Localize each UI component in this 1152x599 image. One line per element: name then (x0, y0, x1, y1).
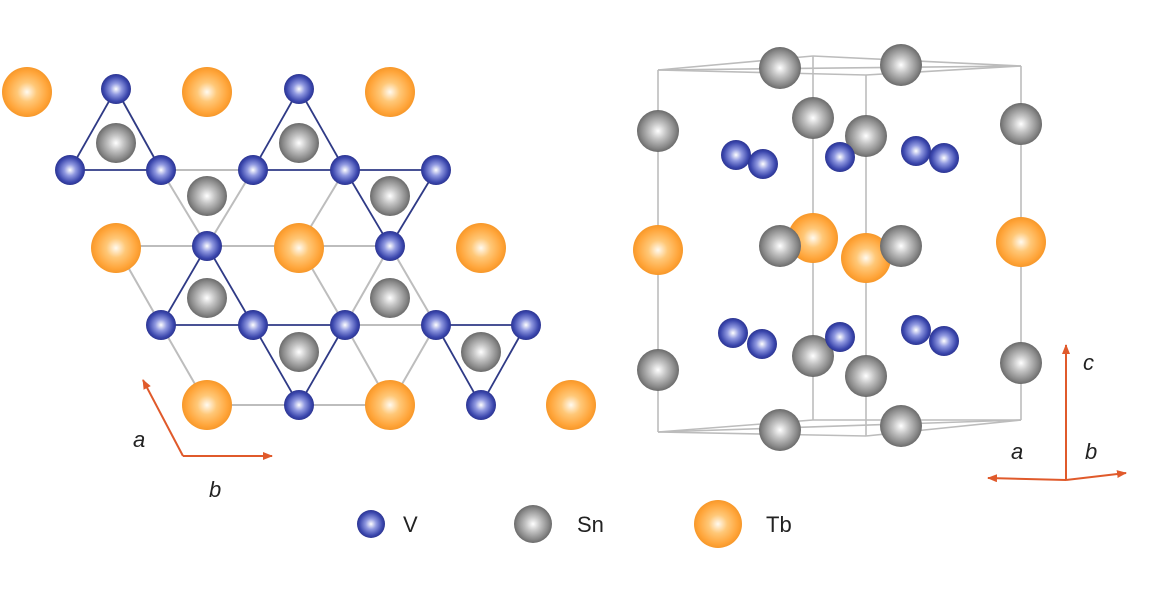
atom-tb (365, 380, 415, 430)
bond-grey (389, 245, 437, 326)
atom-v (375, 231, 405, 261)
atom-v (718, 318, 748, 348)
atom-v (284, 390, 314, 420)
atom-sn (279, 332, 319, 372)
atom-tb (182, 380, 232, 430)
bond-v-v (435, 324, 482, 406)
atom-v (146, 310, 176, 340)
unit-cell-atoms (633, 44, 1046, 451)
bond-v-v (252, 324, 300, 406)
atom-sn (1000, 103, 1042, 145)
atom-sn (792, 335, 834, 377)
atom-tb (2, 67, 52, 117)
atom-v (421, 310, 451, 340)
atom-tb (182, 67, 232, 117)
atom-tb (546, 380, 596, 430)
legend-label-tb: Tb (766, 512, 792, 537)
atom-sn (187, 176, 227, 216)
atom-v (901, 315, 931, 345)
atom-v (511, 310, 541, 340)
axis-a-label: a (133, 427, 145, 452)
atom-v (929, 326, 959, 356)
axis-b-arrow-3d (1065, 470, 1127, 481)
atom-v (284, 74, 314, 104)
axis-a-arrow (142, 379, 184, 457)
axis-b-label-3d: b (1085, 439, 1097, 464)
atom-v (238, 155, 268, 185)
bond-v-v (480, 324, 527, 406)
atom-sn (1000, 342, 1042, 384)
atom-v (748, 149, 778, 179)
atom-sn (880, 405, 922, 447)
atom-v (238, 310, 268, 340)
atom-sn (637, 110, 679, 152)
atom-v (55, 155, 85, 185)
unit-cell-view: c a b (633, 44, 1127, 483)
atom-v (101, 74, 131, 104)
atom-sn (187, 278, 227, 318)
atom-sn (637, 349, 679, 391)
atom-tb (274, 223, 324, 273)
atom-sn (880, 225, 922, 267)
legend-swatch-v (357, 510, 385, 538)
atom-sn (759, 47, 801, 89)
atom-v (825, 322, 855, 352)
in-plane-axes: a b (133, 379, 273, 502)
atom-v (330, 155, 360, 185)
bond-v-v (160, 245, 208, 326)
atom-v (721, 140, 751, 170)
atom-sn (96, 123, 136, 163)
axis-a-label-3d: a (1011, 439, 1023, 464)
atom-sn (792, 97, 834, 139)
atom-sn (845, 355, 887, 397)
atom-tb (456, 223, 506, 273)
atom-tb (91, 223, 141, 273)
atom-v (466, 390, 496, 420)
atom-v (929, 143, 959, 173)
atom-sn (461, 332, 501, 372)
cell-axes: c a b (987, 344, 1127, 483)
atom-v (901, 136, 931, 166)
atom-tb (841, 233, 891, 283)
atom-v (146, 155, 176, 185)
axis-a-arrow-3d (987, 474, 1067, 483)
bond-v-v (298, 88, 346, 171)
cell-edge (657, 65, 1022, 71)
unit-cell-edges (657, 55, 1022, 437)
kagome-atoms (2, 67, 596, 430)
bond-v-v (252, 88, 300, 171)
legend-label-sn: Sn (577, 512, 604, 537)
bond-v-v (69, 88, 117, 171)
legend-label-v: V (403, 512, 418, 537)
atom-v (747, 329, 777, 359)
bond-v-v (115, 88, 162, 171)
legend-swatch-sn (514, 505, 552, 543)
atom-sn (880, 44, 922, 86)
axis-b-label: b (209, 477, 221, 502)
atom-tb (996, 217, 1046, 267)
bond-v-v (298, 324, 346, 406)
atom-sn (759, 409, 801, 451)
legend: V Sn Tb (357, 500, 792, 548)
legend-swatch-tb (694, 500, 742, 548)
atom-v (330, 310, 360, 340)
atom-tb (365, 67, 415, 117)
atom-v (825, 142, 855, 172)
atom-sn (370, 176, 410, 216)
atom-sn (845, 115, 887, 157)
atom-v (192, 231, 222, 261)
atom-tb (633, 225, 683, 275)
atom-sn (759, 225, 801, 267)
atom-v (421, 155, 451, 185)
bond-grey (344, 245, 391, 326)
axis-c-label: c (1083, 350, 1094, 375)
bond-v-v (206, 245, 254, 326)
atom-sn (370, 278, 410, 318)
cell-edge (657, 419, 1022, 433)
atom-sn (279, 123, 319, 163)
kagome-plane-view: a b (2, 67, 596, 502)
